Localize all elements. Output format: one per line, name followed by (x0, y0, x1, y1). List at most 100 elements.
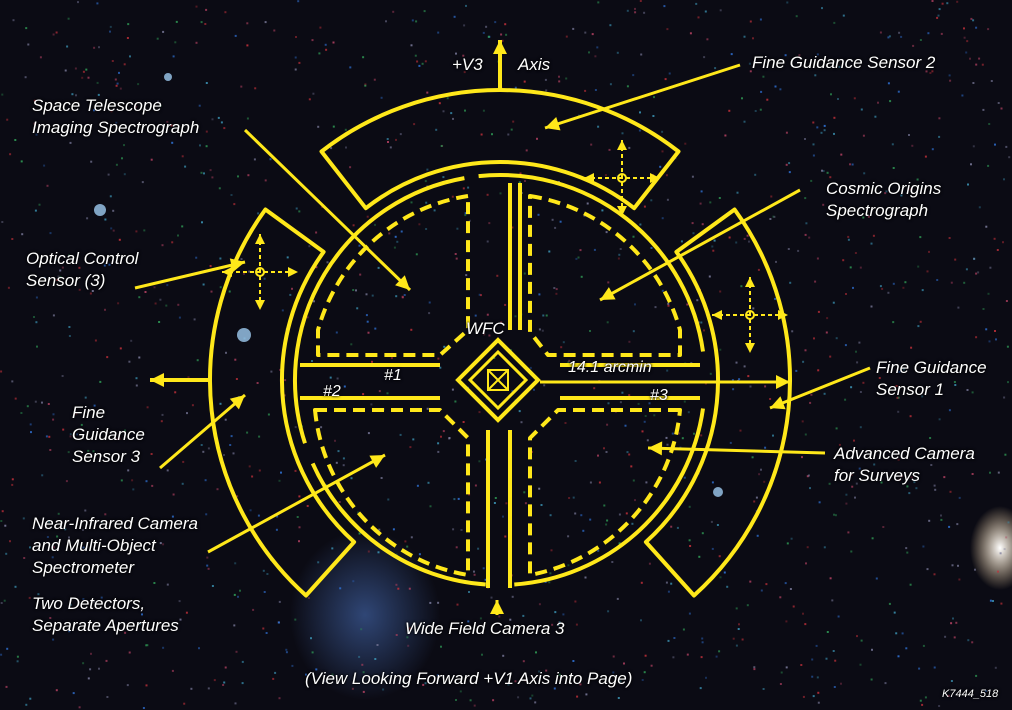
star-dot (811, 675, 814, 678)
cos-aperture (528, 194, 682, 357)
star-dot (993, 237, 996, 240)
star-dot (41, 474, 44, 477)
star-dot (455, 257, 458, 260)
ocs-marker-fgs1 (712, 277, 788, 353)
star-dot (816, 53, 819, 56)
star-dot (735, 644, 738, 647)
star-dot (410, 44, 413, 47)
star-dot (294, 618, 297, 621)
star-dot (524, 180, 526, 182)
star-dot (545, 89, 548, 92)
star-dot (161, 413, 164, 416)
star-dot (870, 678, 873, 681)
star-dot (267, 413, 270, 416)
star-dot (757, 268, 760, 271)
star-dot (352, 580, 355, 583)
star-dot (1, 221, 4, 223)
star-dot (329, 376, 332, 379)
label-n2: #2 (323, 383, 341, 400)
star-dot (650, 199, 653, 202)
star-dot (538, 603, 541, 606)
star-dot (203, 172, 205, 175)
star-dot (424, 682, 427, 685)
star-dot (159, 298, 162, 301)
star-dot (975, 63, 978, 66)
star-dot (575, 623, 578, 626)
star-dot (892, 167, 895, 169)
star-dot (305, 673, 307, 676)
star-dot (435, 128, 438, 131)
star-dot (738, 623, 740, 626)
star-dot (146, 644, 149, 647)
star-dot (291, 664, 294, 667)
star-dot (957, 564, 959, 567)
star-dot (924, 155, 927, 158)
star-dot (387, 498, 390, 501)
star-dot (626, 451, 629, 454)
star-dot (739, 429, 742, 432)
star-dot (837, 98, 839, 100)
star-dot (810, 393, 813, 396)
star-dot (123, 173, 126, 176)
star-dot (41, 401, 43, 404)
star-dot (0, 520, 3, 522)
star-dot (404, 540, 407, 543)
star-dot (829, 355, 832, 358)
star-dot (829, 577, 832, 580)
star-dot (950, 680, 953, 682)
star-dot (342, 464, 345, 467)
star-dot (856, 635, 858, 638)
star-dot (490, 596, 493, 599)
star-dot (833, 686, 836, 688)
star-dot (689, 545, 692, 547)
star-dot (951, 564, 954, 567)
star-dot (442, 176, 445, 179)
star-dot (535, 651, 537, 654)
star-dot (364, 83, 367, 86)
star-dot (634, 7, 636, 10)
star-dot (900, 475, 903, 478)
star-dot (624, 424, 627, 427)
star-dot (386, 392, 389, 395)
star-dot (929, 437, 932, 439)
star-dot (343, 385, 346, 388)
cos-pointer-shaft (599, 188, 801, 302)
star-dot (534, 701, 537, 704)
star-dot (499, 192, 502, 195)
star-dot (650, 664, 653, 667)
star-dot (468, 219, 471, 222)
star-dot (237, 595, 239, 598)
star-dot (217, 116, 220, 119)
star-dot (0, 653, 3, 656)
star-dot (460, 529, 463, 531)
star-dot (851, 163, 854, 166)
star-dot (628, 453, 631, 456)
star-dot (428, 312, 431, 315)
star-dot (975, 272, 978, 275)
star-dot (36, 345, 38, 348)
star-dot (119, 87, 122, 90)
star-dot (429, 505, 432, 508)
star-dot (709, 372, 712, 375)
star-dot (648, 402, 651, 405)
acs-pointer-shaft (647, 446, 826, 455)
star-dot (371, 294, 374, 297)
star-dot (365, 293, 368, 296)
arrow-group (134, 40, 871, 615)
star-dot (317, 561, 320, 564)
star-dot (553, 287, 556, 289)
star-dot (628, 146, 631, 149)
star-dot (772, 215, 775, 218)
star-dot (277, 621, 280, 624)
fgs2-pointer-shaft (544, 63, 741, 130)
star-dot (120, 479, 123, 482)
star-dot (787, 248, 790, 250)
star-dot (464, 212, 467, 215)
star-dot (395, 634, 398, 636)
star-dot (931, 70, 934, 73)
star-dot (554, 611, 557, 614)
star-dot (68, 630, 71, 633)
star-dot (810, 179, 813, 182)
star-dot (153, 286, 156, 289)
